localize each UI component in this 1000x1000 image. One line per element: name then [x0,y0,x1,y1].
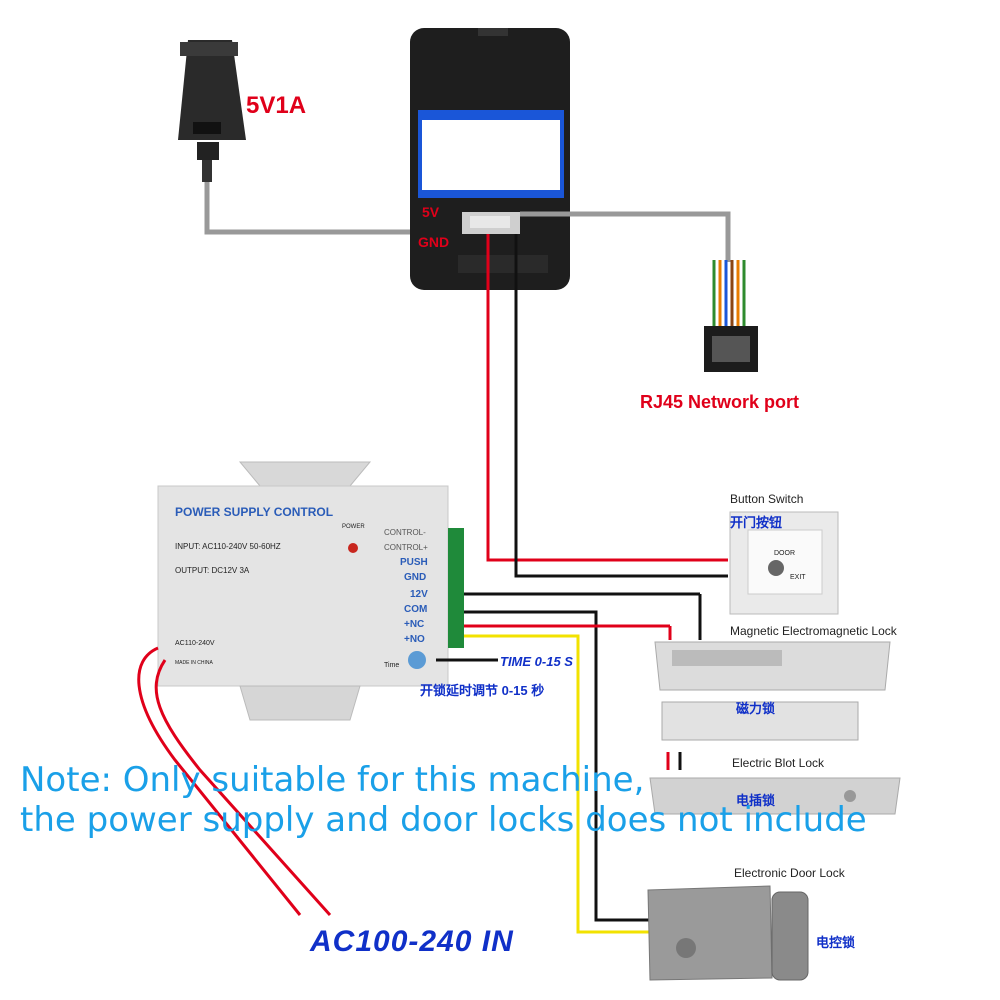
power-supply-box [157,461,464,721]
rj45-connector-icon [704,260,758,372]
button-exit-text: EXIT [790,574,806,581]
time-adjust-cn: 开锁延时调节 0-15 秒 [420,683,545,698]
terminal-push: PUSH [400,557,428,568]
exit-button-icon [729,511,839,615]
black-wire-gnd [514,234,728,578]
bolt-lock-cn: 电插锁 [736,793,776,808]
pin-5v-label: 5V [422,204,440,220]
rj45-cable [520,211,731,262]
button-door-text: DOOR [774,550,795,557]
button-switch-label: Button Switch [730,492,804,506]
psu-time-label: Time [384,662,400,669]
terminal-12v: 12V [410,589,428,600]
psu-input: INPUT: AC110-240V 50-60HZ [175,542,281,551]
magnetic-lock-icon [654,641,891,741]
note-line-2: the power supply and door locks does not… [20,800,867,840]
ac-wire-2 [154,659,332,917]
psu-title: POWER SUPPLY CONTROL [175,505,334,519]
terminal-control-minus: CONTROL- [384,528,426,537]
pin-gnd-label: GND [418,234,450,250]
terminal-nc: +NC [404,619,425,630]
wire-no [464,634,650,934]
electronic-door-lock-icon [647,885,809,981]
terminal-com: COM [404,604,428,615]
psu-power-led-label: POWER [342,524,365,530]
red-wire-push [486,234,728,562]
rj45-label: RJ45 Network port [640,392,800,412]
note-line-1: Note: Only suitable for this machine, [20,760,645,800]
terminal-no: +NO [404,634,425,645]
power-adapter-icon [178,40,246,182]
time-adjust-en: TIME 0-15 S [500,654,573,669]
psu-ac-label: AC110-240V [175,640,215,647]
adapter-cable [204,182,470,235]
ac-wire-1 [137,646,302,916]
door-lock-label: Electronic Door Lock [734,866,845,880]
magnetic-lock-label: Magnetic Electromagnetic Lock [730,624,897,638]
bolt-lock-label: Electric Blot Lock [732,756,825,770]
door-lock-cn: 电控锁 [816,935,856,950]
button-switch-cn: 开门按钮 [730,515,783,530]
psu-made-in: MADE IN CHINA [175,660,213,666]
magnetic-lock-cn: 磁力锁 [736,701,776,716]
psu-output: OUTPUT: DC12V 3A [175,566,250,575]
bolt-lock-icon [649,777,901,815]
terminal-gnd: GND [404,572,427,583]
wire-com [464,610,650,922]
intercom-device [410,28,570,290]
terminal-control-plus: CONTROL+ [384,543,428,552]
ac-input-label: AC100-240 IN [310,925,514,958]
adapter-label: 5V1A [246,92,307,119]
